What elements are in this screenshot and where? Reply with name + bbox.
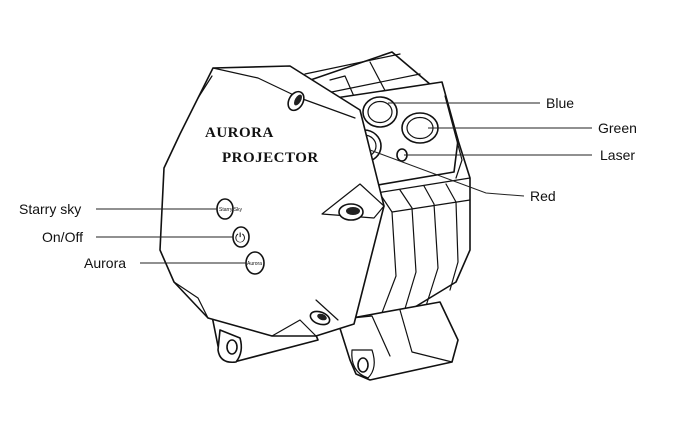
aurora-button-label: Aurora	[247, 261, 262, 267]
face-hole-bottom	[309, 310, 331, 326]
callout-aurora: Aurora	[84, 255, 126, 271]
face-hole-right	[338, 203, 364, 221]
callout-green: Green	[598, 120, 637, 136]
callout-red: Red	[530, 188, 556, 204]
leader-red	[369, 149, 525, 197]
power-icon: ⏻	[235, 231, 245, 246]
starry-sky-button-label: Starry Sky	[219, 207, 243, 213]
front-face	[159, 65, 385, 337]
lens-blue	[362, 96, 398, 128]
front-bracket	[337, 301, 459, 381]
callout-on-off: On/Off	[42, 229, 83, 245]
aurora-button[interactable]: Aurora	[245, 251, 265, 275]
power-button[interactable]: ⏻	[232, 226, 250, 248]
brand-line-2: PROJECTOR	[222, 150, 319, 166]
face-hole-top	[287, 90, 305, 112]
callout-blue: Blue	[546, 95, 574, 111]
brand-line-1: AURORA	[205, 125, 274, 141]
callout-starry-sky: Starry sky	[19, 201, 81, 217]
callout-laser: Laser	[600, 147, 635, 163]
